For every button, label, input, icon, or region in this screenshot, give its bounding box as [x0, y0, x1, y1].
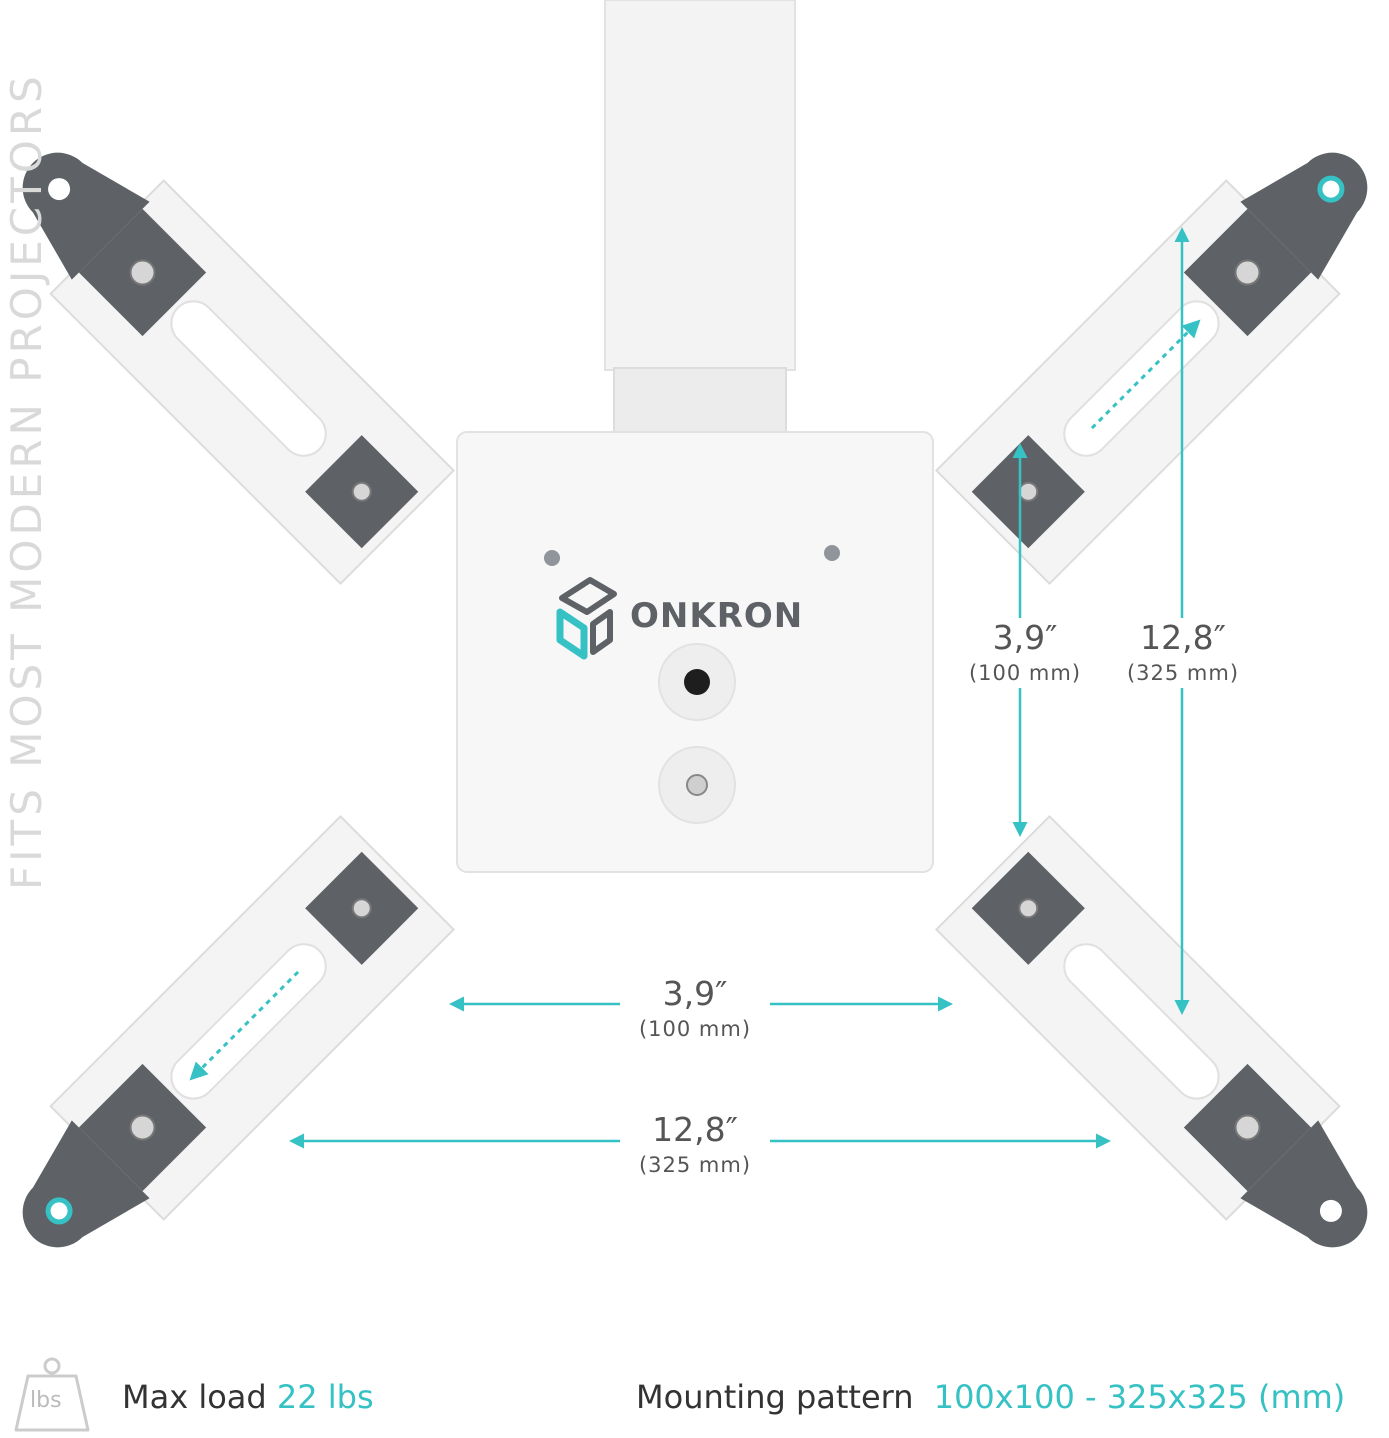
- dimension-mm: (325 mm): [638, 1153, 752, 1177]
- pattern-value: 100x100 - 325x325 (mm): [933, 1378, 1346, 1416]
- arm-bottom-right: [934, 814, 1368, 1248]
- dimension-mm: (100 mm): [638, 1017, 752, 1041]
- dimension-inches: 3,9″: [992, 618, 1058, 657]
- dimension-vertical-outer: 12,8″ (325 mm): [1108, 618, 1258, 688]
- arm-top-right: [934, 152, 1368, 586]
- dimension-inches: 12,8″: [652, 1110, 738, 1149]
- onkron-logo-icon: [556, 577, 617, 660]
- weight-icon-label: lbs: [30, 1388, 62, 1413]
- mount-plate: [456, 431, 934, 873]
- pattern-label: Mounting pattern: [636, 1378, 914, 1416]
- logo-text: ONKRON: [630, 596, 804, 636]
- max-load-value: 22 lbs: [276, 1378, 374, 1416]
- dimension-inches: 3,9″: [662, 974, 728, 1013]
- arm-top-left: [22, 152, 456, 586]
- ceiling-pole: [604, 0, 796, 435]
- dimension-inches: 12,8″: [1140, 618, 1226, 657]
- dimension-mm: (325 mm): [1126, 661, 1240, 685]
- arm-bottom-left: [22, 814, 456, 1248]
- dimension-vertical-inner: 3,9″ (100 mm): [950, 618, 1100, 688]
- dimension-mm: (100 mm): [968, 661, 1082, 685]
- dimension-horizontal-inner: 3,9″ (100 mm): [620, 974, 770, 1044]
- side-tagline: FITS MOST MODERN PROJECTORS: [2, 72, 51, 890]
- dimension-horizontal-outer: 12,8″ (325 mm): [620, 1110, 770, 1180]
- max-load-label: Max load: [122, 1378, 267, 1416]
- mounting-pattern: Mounting pattern 100x100 - 325x325 (mm): [636, 1378, 1345, 1416]
- max-load: Max load 22 lbs: [122, 1378, 374, 1416]
- weight-icon: [14, 1357, 90, 1432]
